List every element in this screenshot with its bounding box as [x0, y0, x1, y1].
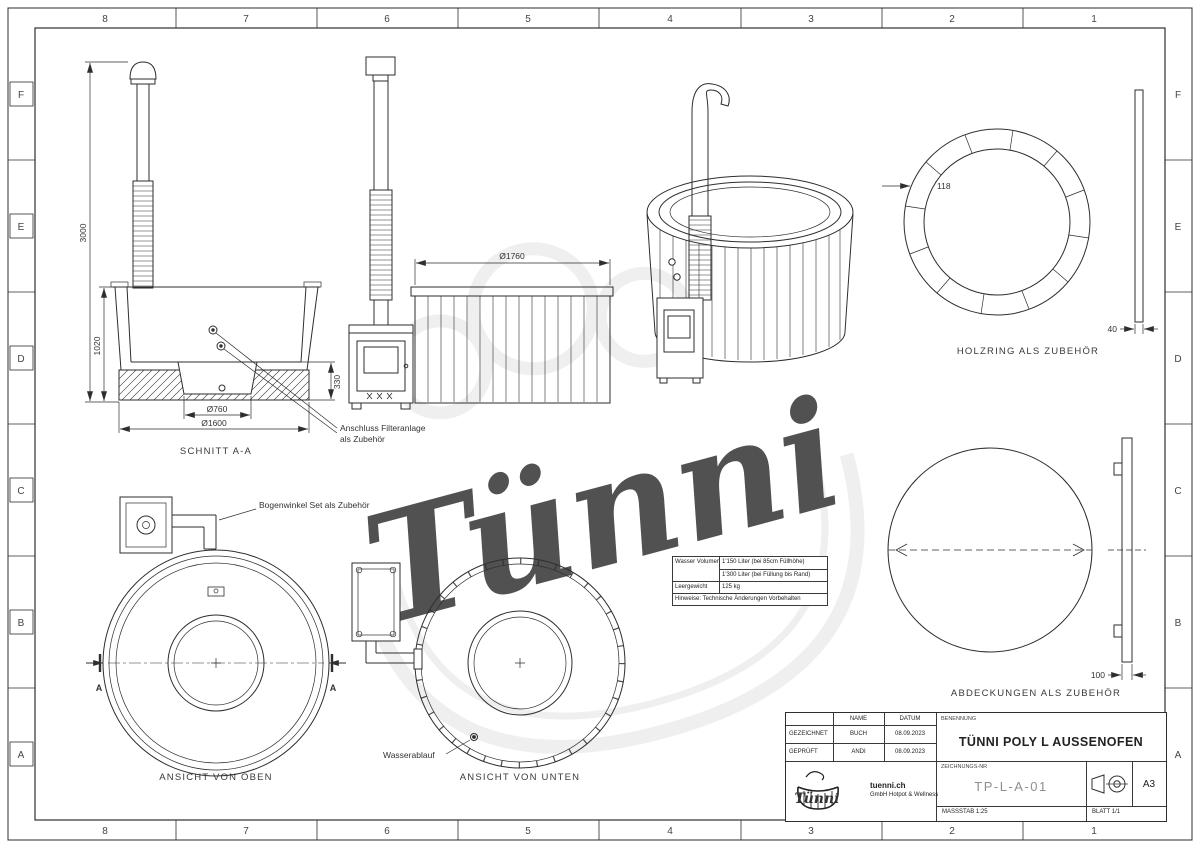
- sheet-number: BLATT 1/1: [1092, 809, 1121, 815]
- tuenni-logo: Tünni: [795, 771, 840, 810]
- titleblock-divider: [786, 761, 1166, 762]
- zone-row: B: [18, 618, 25, 629]
- zone-col: 4: [667, 826, 673, 837]
- spec-note: Hinweise: Technische Änderungen Vorbehal…: [673, 593, 827, 605]
- zone-row: D: [17, 354, 24, 365]
- label-oben: ANSICHT VON OBEN: [159, 772, 273, 783]
- view-isometrie: [646, 83, 854, 384]
- annotation-filter-1: Anschluss Filteranlage: [340, 423, 426, 433]
- projection-symbol-icon: [1091, 774, 1128, 794]
- section-marker-a-right: A: [330, 683, 337, 693]
- zone-col: 8: [102, 14, 108, 25]
- header-datum: DATUM: [899, 716, 921, 722]
- zone-col: 1: [1091, 826, 1097, 837]
- zone-col: 2: [949, 14, 955, 25]
- dim-330: 330: [332, 375, 342, 389]
- view-seitenansicht: [348, 56, 614, 410]
- drawing-number: TP-L-A-01: [974, 779, 1048, 794]
- company-site: tuenni.ch: [870, 781, 906, 790]
- view-abdeckungen: [887, 437, 1146, 680]
- zone-col: 5: [525, 826, 531, 837]
- dim-760: Ø760: [207, 404, 228, 414]
- zone-row: A: [1175, 750, 1182, 761]
- zone-col: 1: [1091, 14, 1097, 25]
- zone-row: F: [1175, 90, 1181, 101]
- section-marker-a-left: A: [96, 683, 103, 693]
- zone-col: 7: [243, 826, 249, 837]
- annotation-filter-2: als Zubehör: [340, 434, 385, 444]
- titleblock-divider: [1086, 761, 1087, 821]
- zone-col: 6: [384, 14, 390, 25]
- watermark: Tünni: [348, 242, 865, 754]
- dim-100: 100: [1091, 670, 1105, 680]
- titleblock-divider: [936, 806, 1166, 807]
- dim-1600: Ø1600: [201, 418, 227, 428]
- company-subtitle: GmbH Hotpot & Wellness: [870, 792, 939, 798]
- zone-row: D: [1174, 354, 1181, 365]
- drawn-date: 08.09.2023: [894, 731, 926, 737]
- dim-3000: 3000: [78, 223, 88, 242]
- zone-row: A: [18, 750, 25, 761]
- drawing-no-label: ZEICHNUNGS-NR: [941, 764, 988, 770]
- zone-row: C: [1174, 486, 1181, 497]
- titleblock-divider: [833, 713, 834, 761]
- titleblock-divider: [1132, 761, 1133, 806]
- dim-118: 118: [937, 181, 951, 191]
- zone-col: 7: [243, 14, 249, 25]
- zone-col: 8: [102, 826, 108, 837]
- zone-col: 2: [949, 826, 955, 837]
- dim-1760: Ø1760: [499, 251, 525, 261]
- benennung-label: BENENNUNG: [941, 716, 977, 722]
- header-name: NAME: [849, 716, 868, 722]
- spec-weight-label: Leergewicht: [673, 581, 719, 593]
- zone-labels: 8 7 6 5 4 3 2 1 8 7 6 5 4 3 2 1 F E D C …: [17, 14, 1181, 837]
- checked-name: ANDI: [851, 749, 866, 755]
- titleblock-divider: [786, 743, 936, 744]
- view-holzring: [882, 89, 1158, 334]
- zone-row: E: [1175, 222, 1182, 233]
- zone-col: 5: [525, 14, 531, 25]
- label-schnitt: SCHNITT A-A: [180, 446, 252, 457]
- checked-date: 08.09.2023: [894, 749, 926, 755]
- sheet-frame: [7, 7, 1193, 841]
- titleblock-divider: [884, 713, 885, 761]
- annotation-wasserablauf: Wasserablauf: [383, 750, 435, 760]
- dim-40: 40: [1108, 324, 1118, 334]
- view-schnitt-aa: [85, 61, 338, 434]
- label-unten: ANSICHT VON UNTEN: [460, 772, 581, 783]
- zone-row: F: [18, 90, 24, 101]
- zone-row: C: [17, 486, 24, 497]
- title-block: NAME DATUM GEZEICHNET BUCH 08.09.2023 GE…: [785, 712, 1167, 822]
- logo-text: Tünni: [795, 791, 840, 807]
- titleblock-divider: [936, 713, 937, 821]
- drawing-title: TÜNNI POLY L AUSSENOFEN: [958, 735, 1144, 749]
- checked-label: GEPRÜFT: [789, 749, 818, 755]
- zone-col: 3: [808, 14, 814, 25]
- scale-label: MASSSTAB 1:25: [942, 809, 988, 815]
- annotation-bogenwinkel: Bogenwinkel Set als Zubehör: [259, 500, 370, 510]
- titleblock-divider: [786, 725, 936, 726]
- label-holzring: HOLZRING ALS ZUBEHÖR: [957, 346, 1099, 357]
- spec-water-value-2: 1'300 Liter (bei Füllung bis Rand): [719, 569, 827, 581]
- spec-table: Wasser Volumen 1'150 Liter (bei 85cm Fül…: [672, 556, 828, 606]
- label-abdeckungen: ABDECKUNGEN ALS ZUBEHÖR: [951, 688, 1121, 699]
- zone-col: 3: [808, 826, 814, 837]
- zone-row: E: [18, 222, 25, 233]
- drawn-label: GEZEICHNET: [789, 731, 828, 737]
- view-unten: [351, 557, 626, 769]
- drawn-name: BUCH: [849, 731, 867, 737]
- spec-water-value-1: 1'150 Liter (bei 85cm Füllhöhe): [719, 557, 827, 569]
- spec-water-label: Wasser Volumen: [675, 559, 719, 565]
- dim-1020: 1020: [92, 336, 102, 355]
- zone-row: B: [1175, 618, 1182, 629]
- paper-format: A3: [1142, 779, 1156, 790]
- zone-col: 4: [667, 14, 673, 25]
- zone-col: 6: [384, 826, 390, 837]
- view-oben: [86, 496, 346, 777]
- spec-weight-value: 125 kg: [719, 581, 827, 593]
